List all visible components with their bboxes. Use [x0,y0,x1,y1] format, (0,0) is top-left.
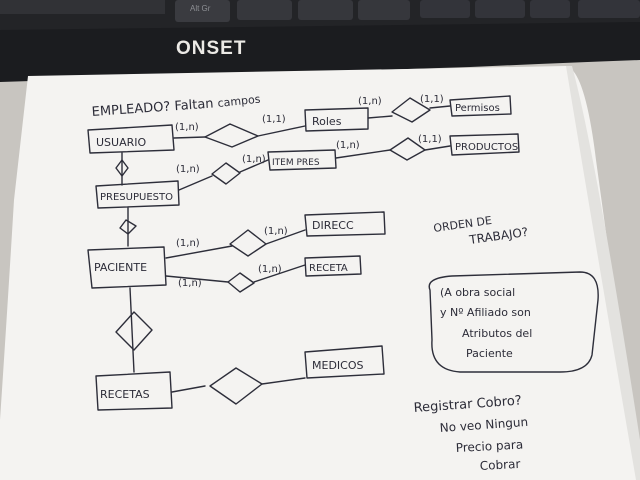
entity-box [95,180,180,209]
cardinality-label: (1,n) [178,278,202,289]
cardinality-label: (1,n) [176,164,200,175]
keyboard-key [358,0,410,20]
note-empleado-line2: campos [217,93,261,110]
entity-box [304,255,362,277]
note-bubble-line3: Atributos del [462,327,532,340]
keyboard-key [475,0,525,18]
note-cobro-line4: Cobrar [479,457,520,473]
cardinality-label: (1,n) [176,238,200,249]
entity-box [449,95,512,117]
entity-box [95,371,173,411]
cardinality-label: (1,n) [358,96,382,107]
keyboard-key [0,0,165,14]
entity-paciente: PACIENTE [94,261,147,274]
note-bubble-line1: (A obra social [440,286,515,299]
keyboard: Alt Gr ONSET [0,0,640,82]
keyboard-key [237,0,292,20]
note-bubble-line4: Paciente [466,347,513,360]
cardinality-label: (1,n) [336,140,360,151]
cardinality-label: (1,1) [262,114,286,125]
entity-medicos: MEDICOS [312,359,363,372]
keyboard-key [578,0,640,18]
entity-roles: Roles [312,115,342,128]
entity-box [304,107,369,132]
entity-item-pres: ITEM PRES [272,158,320,168]
relationship-diamond [227,272,255,293]
entity-usuario: USUARIO [96,136,146,149]
entity-presupuesto: PRESUPUESTO [100,192,173,203]
keyboard-brand-logo: ONSET [176,38,246,59]
entity-direcc: DIRECC [312,219,354,232]
entity-box [449,133,520,156]
entity-box [87,124,175,154]
relationship-diamond [211,162,241,185]
cardinality-label: (1,n) [258,264,282,275]
entity-box [267,149,337,171]
key-label: Alt Gr [190,4,211,13]
cardinality-label: (1,n) [242,154,266,165]
entity-box [304,211,386,237]
note-bubble-line2: y Nº Afiliado son [440,306,531,319]
er-diagram-ink [87,95,599,411]
entity-box [304,345,385,379]
note-cobro-line3: Precio para [455,437,523,455]
relationship-diamond [115,159,129,177]
note-bubble [428,271,599,373]
entity-receta: RECETA [309,263,348,274]
keyboard-key [420,0,470,18]
relationship-diamond [115,311,153,351]
relationship-diamond [391,97,431,123]
entity-recetas: RECETAS [100,388,150,401]
cardinality-label: (1,1) [420,94,444,105]
keyboard-key [530,0,570,18]
cardinality-label: (1,n) [264,226,288,237]
relationship-diamond [119,219,137,235]
entity-box [87,246,167,289]
cardinality-label: (1,1) [418,134,442,145]
paper-sheet [0,66,640,480]
keyboard-key [175,0,230,22]
entity-permisos: Permisos [455,103,500,114]
cardinality-label: (1,n) [175,122,199,133]
note-cobro-line2: No veo Ningun [439,415,528,435]
entity-productos: PRODUCTOS [455,142,518,153]
keyboard-key [298,0,353,20]
